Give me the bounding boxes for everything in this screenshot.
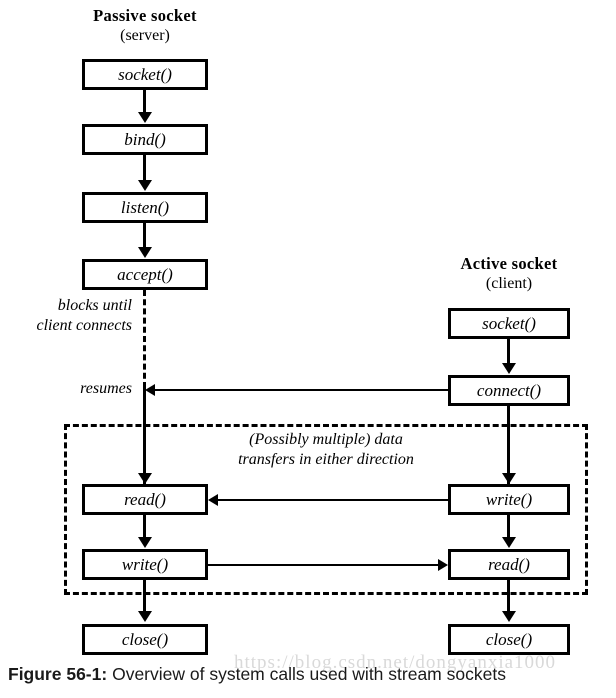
connector-server-accept-to-read bbox=[143, 388, 146, 484]
connector-server-write-to-close bbox=[143, 580, 146, 612]
arrowhead-left-icon bbox=[208, 494, 218, 506]
server-resume-note: resumes bbox=[80, 380, 132, 397]
connector-client-write-to-read bbox=[507, 515, 510, 537]
connector-server-socket-to-bind bbox=[143, 90, 146, 113]
server-step-close[interactable]: close() bbox=[82, 624, 208, 655]
arrowhead-down-icon bbox=[138, 473, 152, 484]
data-transfer-region bbox=[64, 424, 588, 595]
arrowhead-down-icon bbox=[138, 537, 152, 548]
figure-caption: Figure 56-1: Overview of system calls us… bbox=[8, 664, 506, 685]
client-step-close[interactable]: close() bbox=[448, 624, 570, 655]
client-step-socket[interactable]: socket() bbox=[448, 308, 570, 339]
connector-client-connect-to-write bbox=[507, 406, 510, 484]
arrowhead-down-icon bbox=[502, 363, 516, 374]
arrowhead-down-icon bbox=[138, 611, 152, 622]
server-step-bind[interactable]: bind() bbox=[82, 124, 208, 155]
server-step-read[interactable]: read() bbox=[82, 484, 208, 515]
arrowhead-down-icon bbox=[138, 247, 152, 258]
arrowhead-left-icon bbox=[145, 384, 155, 396]
connector-client-write-to-server-read bbox=[216, 499, 448, 501]
client-step-write[interactable]: write() bbox=[448, 484, 570, 515]
connector-connect-to-accept-resume bbox=[155, 389, 448, 391]
client-step-connect[interactable]: connect() bbox=[448, 375, 570, 406]
client-column-title: Active socket bbox=[460, 254, 558, 273]
arrowhead-down-icon bbox=[138, 112, 152, 123]
client-step-read[interactable]: read() bbox=[448, 549, 570, 580]
server-step-write[interactable]: write() bbox=[82, 549, 208, 580]
server-column-title: Passive socket bbox=[93, 6, 197, 25]
connector-server-blocked-dashed bbox=[143, 290, 146, 388]
connector-client-socket-to-connect bbox=[507, 339, 510, 364]
server-blocking-note: blocks until client connects bbox=[36, 297, 132, 335]
arrowhead-down-icon bbox=[502, 537, 516, 548]
connector-server-bind-to-listen bbox=[143, 155, 146, 180]
connector-server-write-to-client-read bbox=[208, 564, 440, 566]
arrowhead-down-icon bbox=[502, 473, 516, 484]
connector-server-read-to-write bbox=[143, 515, 146, 537]
server-column-subtitle: (server) bbox=[120, 27, 170, 44]
client-column-subtitle: (client) bbox=[485, 275, 533, 292]
arrowhead-right-icon bbox=[438, 559, 448, 571]
data-transfer-note: (Possibly multiple) data transfers in ei… bbox=[238, 431, 414, 469]
server-step-accept[interactable]: accept() bbox=[82, 259, 208, 290]
arrowhead-down-icon bbox=[502, 611, 516, 622]
arrowhead-down-icon bbox=[138, 180, 152, 191]
figure-caption-text: Overview of system calls used with strea… bbox=[112, 664, 506, 684]
server-step-listen[interactable]: listen() bbox=[82, 192, 208, 223]
server-step-socket[interactable]: socket() bbox=[82, 59, 208, 90]
connector-server-listen-to-accept bbox=[143, 223, 146, 248]
connector-client-read-to-close bbox=[507, 580, 510, 612]
figure-caption-label: Figure 56-1: bbox=[8, 664, 108, 684]
